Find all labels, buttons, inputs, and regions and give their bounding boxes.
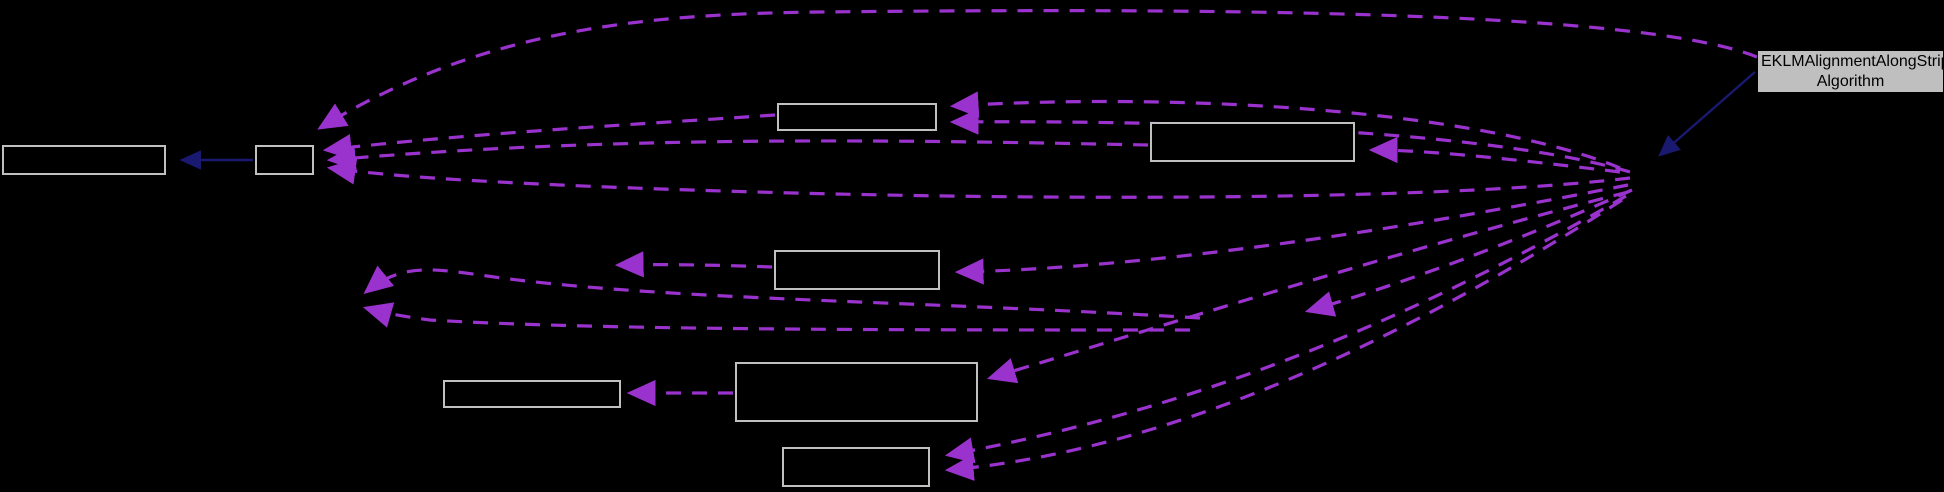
- inheritance-edges: [179, 71, 1756, 170]
- node-8[interactable]: [782, 447, 930, 487]
- edge-top-sweep: [317, 9, 1758, 130]
- edge-n0-to-n2: [1658, 71, 1756, 157]
- edge-hub-n4: [1368, 136, 1621, 174]
- node-7[interactable]: [735, 362, 978, 422]
- edge-n5-mid: [614, 251, 773, 278]
- node-1[interactable]: [2, 145, 166, 175]
- node-label: EKLMAlignmentAlongStrips Algorithm: [1761, 53, 1944, 90]
- node-3[interactable]: [777, 103, 937, 131]
- node-eklm-alignment-along-strips-algorithm[interactable]: EKLMAlignmentAlongStrips Algorithm: [1757, 50, 1944, 93]
- edge-lower-b: [362, 302, 1191, 332]
- edge-hub-mid-right: [1304, 188, 1633, 317]
- edge-hub-n8-a: [944, 194, 1627, 464]
- node-4[interactable]: [1150, 122, 1355, 162]
- node-5[interactable]: [774, 250, 940, 290]
- edge-hub-n2-low: [326, 158, 1631, 199]
- node-6[interactable]: [443, 380, 621, 408]
- usage-edges: [317, 9, 1758, 481]
- edge-hub-n3-b: [949, 108, 1631, 174]
- node-2[interactable]: [255, 145, 314, 175]
- edge-hub-n8-b: [944, 198, 1623, 481]
- edge-lower-a: [363, 265, 1201, 320]
- edge-hub-n3-a: [949, 91, 1621, 170]
- edge-n3-n2: [322, 113, 776, 161]
- edge-n4-n2: [326, 139, 1149, 171]
